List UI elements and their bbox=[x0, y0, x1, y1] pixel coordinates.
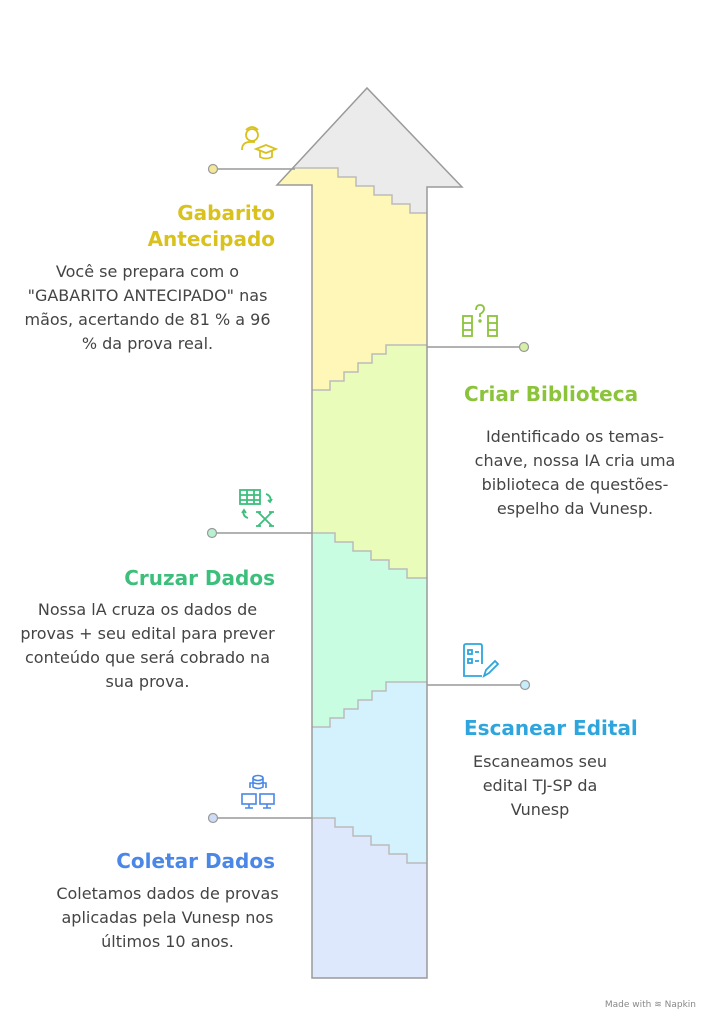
connector-dot-gabarito bbox=[207, 163, 219, 175]
step-title-coletar: Coletar Dados bbox=[116, 849, 275, 873]
step-title-cruzar: Cruzar Dados bbox=[124, 566, 275, 590]
step-title-gabarito: Gabarito Antecipado bbox=[110, 200, 275, 252]
stair-edge bbox=[277, 681, 462, 728]
database-network-icon bbox=[241, 774, 275, 809]
made-with-napkin-footer[interactable]: Made with ≋ Napkin bbox=[604, 1000, 696, 1010]
title-line: Antecipado bbox=[147, 227, 275, 251]
graduate-user-icon bbox=[241, 126, 278, 160]
step-body-coletar: Coletamos dados de provas aplicadas pela… bbox=[56, 884, 279, 951]
connector-dot-coletar bbox=[207, 812, 219, 824]
stair-edge bbox=[277, 817, 462, 864]
step-body-cruzar: Nossa lA cruza os dados de provas + seu … bbox=[20, 600, 275, 691]
library-question-icon bbox=[462, 304, 498, 337]
title-line: Gabarito bbox=[177, 201, 275, 225]
arrow-outline bbox=[275, 86, 464, 979]
step-body-escanear: Escaneamos seu edital TJ-SP da Vunesp bbox=[473, 752, 607, 819]
step-title-criar: Criar Biblioteca bbox=[464, 382, 639, 406]
step-body-criar: Identificado os temas-chave, nossa IA cr… bbox=[474, 427, 676, 518]
document-checklist-icon bbox=[463, 643, 500, 679]
connector-dot-escanear bbox=[519, 679, 531, 691]
stair-edge bbox=[277, 532, 462, 579]
connector-dot-criar bbox=[518, 341, 530, 353]
step-body-gabarito: Você se prepara com o "GABARITO ANTECIPA… bbox=[24, 262, 271, 353]
stair-edge bbox=[277, 344, 462, 391]
connector-dot-cruzar bbox=[206, 527, 218, 539]
stair-edge bbox=[277, 167, 462, 214]
step-title-escanear: Escanear Edital bbox=[464, 716, 638, 740]
spreadsheet-cross-icon bbox=[239, 489, 274, 527]
